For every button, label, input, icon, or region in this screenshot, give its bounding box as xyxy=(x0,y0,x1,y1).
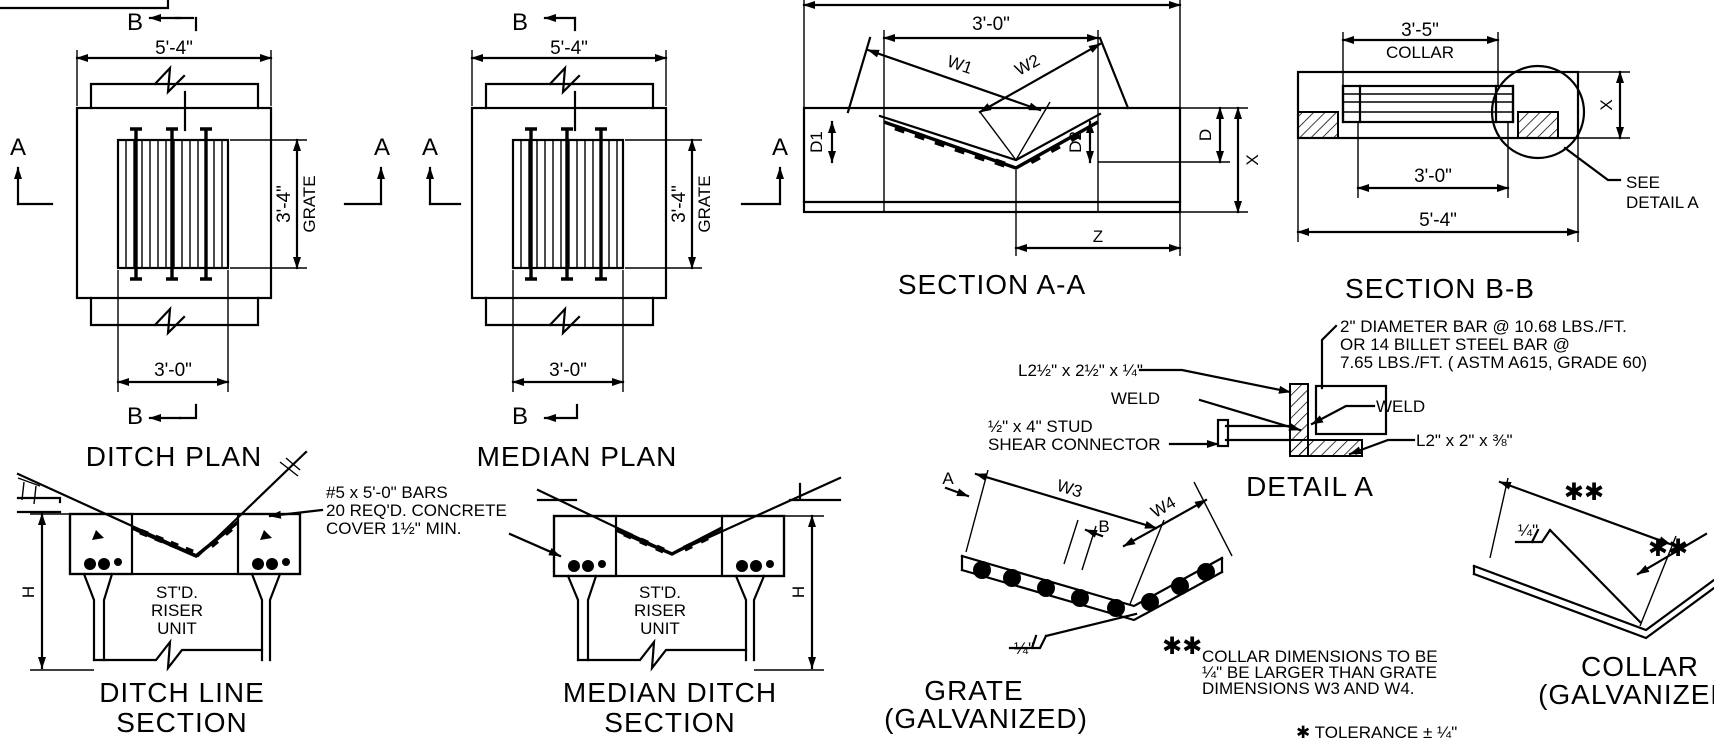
section-aa-w2: W2 xyxy=(1012,51,1044,80)
median-section-riser1: ST'D. xyxy=(639,583,681,602)
median-section-h: H xyxy=(789,586,808,598)
ditch-section-title1: DITCH LINE xyxy=(99,677,265,708)
collar-title2: (GALVANIZED) xyxy=(1538,679,1714,710)
ditch-plan-mark-b-top: B xyxy=(127,9,143,36)
grate-weld-size: ¼" xyxy=(1014,639,1034,658)
grate-w3: W3 xyxy=(1055,476,1085,502)
median-plan-title: MEDIAN PLAN xyxy=(477,441,678,472)
median-section-riser2: RISER xyxy=(634,601,686,620)
section-bb-see: SEE xyxy=(1626,173,1660,192)
detail-a-stud2: SHEAR CONNECTOR xyxy=(988,435,1161,454)
title-block-corner xyxy=(0,0,170,10)
detail-a-weld2: WELD xyxy=(1376,397,1425,416)
grate-title1: GRATE xyxy=(924,675,1023,706)
median-ditch-section: ST'D. RISER UNIT H MEDIAN DITCH SECTION xyxy=(508,476,842,738)
ditch-section-blocks xyxy=(139,526,233,556)
section-aa-d: D xyxy=(1196,129,1215,141)
section-bb: 3'-5" COLLAR 3'-0" 5'-4" X SEE DETAIL A … xyxy=(1296,20,1699,304)
ditch-plan-grate-width-dim: 3'-0" xyxy=(154,360,192,381)
detail-a-angle1: L2½" x 2½" x ¼" xyxy=(1018,361,1143,380)
collar-detail: ✱✱ ✱✱ ¼" COLLAR (GALVANIZED) xyxy=(1472,477,1714,710)
ditch-plan-mark-a-left: A xyxy=(10,134,26,161)
ditch-plan-grate-len-dim: 3'-4" xyxy=(274,185,295,223)
median-plan-mark-a-right: A xyxy=(772,134,788,161)
ditch-section-note1: #5 x 5'-0" BARS xyxy=(326,483,448,502)
detail-a: L2½" x 2½" x ¼" WELD WELD ½" x 4" STUD S… xyxy=(988,361,1513,502)
ditch-section-note2: 20 REQ'D. CONCRETE xyxy=(326,501,507,520)
section-bb-x: X xyxy=(1597,99,1616,110)
detail-a-weld1: WELD xyxy=(1111,389,1160,408)
median-plan-mark-b-bottom: B xyxy=(512,403,528,430)
ditch-plan-mark-b-bottom: B xyxy=(127,403,143,430)
detail-a-stud1: ½" x 4" STUD xyxy=(988,417,1093,436)
section-aa-w1: W1 xyxy=(945,52,975,78)
ditch-plan-mark-a-right: A xyxy=(374,134,390,161)
median-plan-grate-width-dim: 3'-0" xyxy=(549,360,587,381)
section-bb-collar-word: COLLAR xyxy=(1386,43,1454,62)
median-plan-mark-a-left: A xyxy=(422,134,438,161)
collar-stars-b: ✱✱ xyxy=(1648,535,1688,562)
median-section-title2: SECTION xyxy=(604,707,735,738)
section-bb-detail-ref: DETAIL A xyxy=(1626,193,1699,212)
section-aa-z: Z xyxy=(1093,227,1103,246)
ditch-plan-title: DITCH PLAN xyxy=(86,441,262,472)
median-plan-width-dim: 5'-4" xyxy=(550,38,588,59)
collar-note-line3: DIMENSIONS W3 AND W4. xyxy=(1202,679,1415,698)
section-aa-d2: D2 xyxy=(1066,131,1085,153)
median-plan-grate-word: GRATE xyxy=(695,175,714,232)
grate-a: A xyxy=(942,469,954,488)
section-aa-d1: D1 xyxy=(807,131,826,153)
detail-a-title: DETAIL A xyxy=(1246,471,1374,502)
grate-b: B xyxy=(1098,517,1109,536)
section-bb-title: SECTION B-B xyxy=(1345,273,1535,304)
section-bb-outer-dim: 5'-4" xyxy=(1419,210,1457,231)
collar-title1: COLLAR xyxy=(1581,651,1699,682)
section-aa-x: X xyxy=(1243,154,1262,165)
section-aa-dim-top: 3'-0" xyxy=(972,14,1010,35)
median-plan-grate-len-dim: 3'-4" xyxy=(669,185,690,223)
ditch-line-section: #5 x 5'-0" BARS 20 REQ'D. CONCRETE COVER… xyxy=(16,450,507,738)
collar-note: ✱✱ COLLAR DIMENSIONS TO BE ¼" BE LARGER … xyxy=(1162,633,1438,698)
median-plan-mark-b-top: B xyxy=(512,9,528,36)
grate-title2: (GALVANIZED) xyxy=(884,703,1088,734)
bar-note: 2" DIAMETER BAR @ 10.68 LBS./FT. OR 14 B… xyxy=(1320,317,1647,390)
ditch-section-note3: COVER 1½" MIN. xyxy=(326,519,461,538)
median-section-title1: MEDIAN DITCH xyxy=(563,677,777,708)
collar-note-line2: ¼" BE LARGER THAN GRATE xyxy=(1202,663,1437,682)
section-aa: 3'-0" W1 W2 D1 D2 D X Z SECTION A-A xyxy=(802,0,1262,300)
ditch-section-riser1: ST'D. xyxy=(156,583,198,602)
bar-note-line3: 7.65 LBS./FT. ( ASTM A615, GRADE 60) xyxy=(1340,353,1647,372)
collar-weld-size: ¼" xyxy=(1518,521,1538,540)
median-section-riser3: UNIT xyxy=(640,619,680,638)
collar-note-stars: ✱✱ xyxy=(1162,633,1202,660)
section-aa-bars xyxy=(894,124,1081,168)
tolerance-note: ✱ TOLERANCE ± ¼" xyxy=(1296,723,1457,740)
ditch-section-title2: SECTION xyxy=(116,707,247,738)
ditch-section-riser2: RISER xyxy=(151,601,203,620)
grate-detail: W3 W4 A B ¼" GRATE (GALVANIZED) xyxy=(884,469,1233,734)
section-aa-title: SECTION A-A xyxy=(898,269,1086,300)
bar-note-line2: OR 14 BILLET STEEL BAR @ xyxy=(1340,335,1570,354)
collar-stars-a: ✱✱ xyxy=(1564,479,1604,506)
bar-note-line1: 2" DIAMETER BAR @ 10.68 LBS./FT. xyxy=(1340,317,1627,336)
ditch-plan-grate-word: GRATE xyxy=(300,175,319,232)
ditch-section-riser3: UNIT xyxy=(157,619,197,638)
detail-a-angle2: L2" x 2" x ⅜" xyxy=(1416,431,1513,450)
collar-note-line1: COLLAR DIMENSIONS TO BE xyxy=(1202,647,1438,666)
median-plan: 5'-4" 3'-0" 3'-4" GRATE B B A A MEDIAN P… xyxy=(422,9,788,472)
ditch-plan-width-dim: 5'-4" xyxy=(155,38,193,59)
ditch-section-h: H xyxy=(19,586,38,598)
ditch-plan: 5'-4" 3'-0" 3'-4" GRATE B B A A DITCH PL… xyxy=(10,9,390,472)
section-bb-collar-dim: 3'-5" xyxy=(1401,20,1439,41)
section-bb-inner-dim: 3'-0" xyxy=(1414,166,1452,187)
